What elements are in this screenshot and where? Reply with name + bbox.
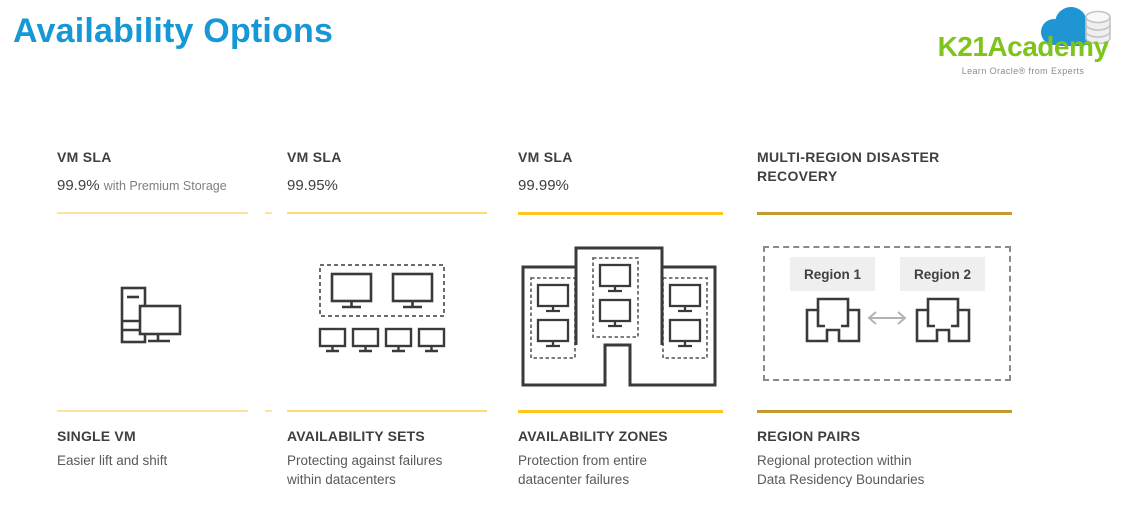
sla-title: MULTI-REGION DISASTER RECOVERY bbox=[757, 149, 940, 184]
region-pair-diagram: Region 1 Region 2 bbox=[763, 246, 1011, 381]
sla-suffix: with Premium Storage bbox=[103, 179, 227, 193]
connector-dash bbox=[265, 410, 272, 412]
database-cylinder-icon bbox=[1085, 10, 1111, 45]
option-title: SINGLE VM bbox=[57, 428, 136, 444]
page-title: Availability Options bbox=[13, 12, 334, 50]
sla-value: 99.99% bbox=[518, 177, 569, 194]
option-title: AVAILABILITY SETS bbox=[287, 428, 425, 444]
fault-domain-dashed-box bbox=[319, 264, 445, 317]
availability-set-icon bbox=[318, 264, 446, 353]
large-monitor-icons bbox=[330, 272, 434, 309]
column-availability-sets: VM SLA 99.95% AVAILAB bbox=[287, 0, 487, 507]
accent-rule-top bbox=[57, 212, 248, 214]
accent-rule-top bbox=[518, 212, 723, 215]
sla-percentage: 99.95% bbox=[287, 177, 338, 194]
accent-rule-top bbox=[287, 212, 487, 214]
column-availability-zones: VM SLA 99.99% AVAILABILITY ZONES Protec bbox=[518, 0, 723, 507]
accent-rule-bottom bbox=[757, 410, 1012, 413]
sla-value: 99.9% with Premium Storage bbox=[57, 177, 227, 194]
option-description: Regional protection within Data Residenc… bbox=[757, 453, 925, 487]
bidirectional-arrow-icon bbox=[867, 311, 907, 325]
zone-dashed-boxes bbox=[530, 257, 708, 359]
column-region-pairs: MULTI-REGION DISASTER RECOVERY Region 1 … bbox=[757, 0, 1012, 507]
option-title: REGION PAIRS bbox=[757, 428, 861, 444]
option-description: Protection from entire datacenter failur… bbox=[518, 453, 648, 487]
accent-rule-bottom bbox=[518, 410, 723, 413]
datacenter-building-icon bbox=[915, 297, 971, 343]
sla-title: VM SLA bbox=[57, 149, 112, 165]
sla-percentage: 99.9% bbox=[57, 177, 100, 194]
option-description: Easier lift and shift bbox=[57, 453, 168, 468]
datacenter-building-icon bbox=[805, 297, 861, 343]
sla-percentage: 99.99% bbox=[518, 177, 569, 194]
zone-monitor-icons bbox=[536, 263, 702, 348]
k21academy-logo: K21Academy Learn Oracle® from Experts bbox=[925, 4, 1121, 86]
column-single-vm: VM SLA 99.9% with Premium Storage SINGLE… bbox=[57, 0, 248, 507]
cloud-database-icon bbox=[1041, 7, 1111, 46]
logo-name: K21Academy bbox=[937, 31, 1109, 62]
logo-tagline: Learn Oracle® from Experts bbox=[961, 66, 1085, 76]
accent-rule-bottom bbox=[287, 410, 487, 412]
sla-value: 99.95% bbox=[287, 177, 338, 194]
option-description: Protecting against failures within datac… bbox=[287, 453, 443, 487]
availability-zones-building-icon bbox=[521, 246, 717, 387]
desktop-pc-icon bbox=[120, 286, 182, 344]
connector-dash bbox=[265, 212, 272, 214]
accent-rule-bottom bbox=[57, 410, 248, 412]
sla-title: VM SLA bbox=[287, 149, 342, 165]
region-label: Region 2 bbox=[900, 257, 985, 291]
sla-title: VM SLA bbox=[518, 149, 573, 165]
region-label: Region 1 bbox=[790, 257, 875, 291]
accent-rule-top bbox=[757, 212, 1012, 215]
option-title: AVAILABILITY ZONES bbox=[518, 428, 668, 444]
small-monitor-icons bbox=[318, 327, 446, 353]
